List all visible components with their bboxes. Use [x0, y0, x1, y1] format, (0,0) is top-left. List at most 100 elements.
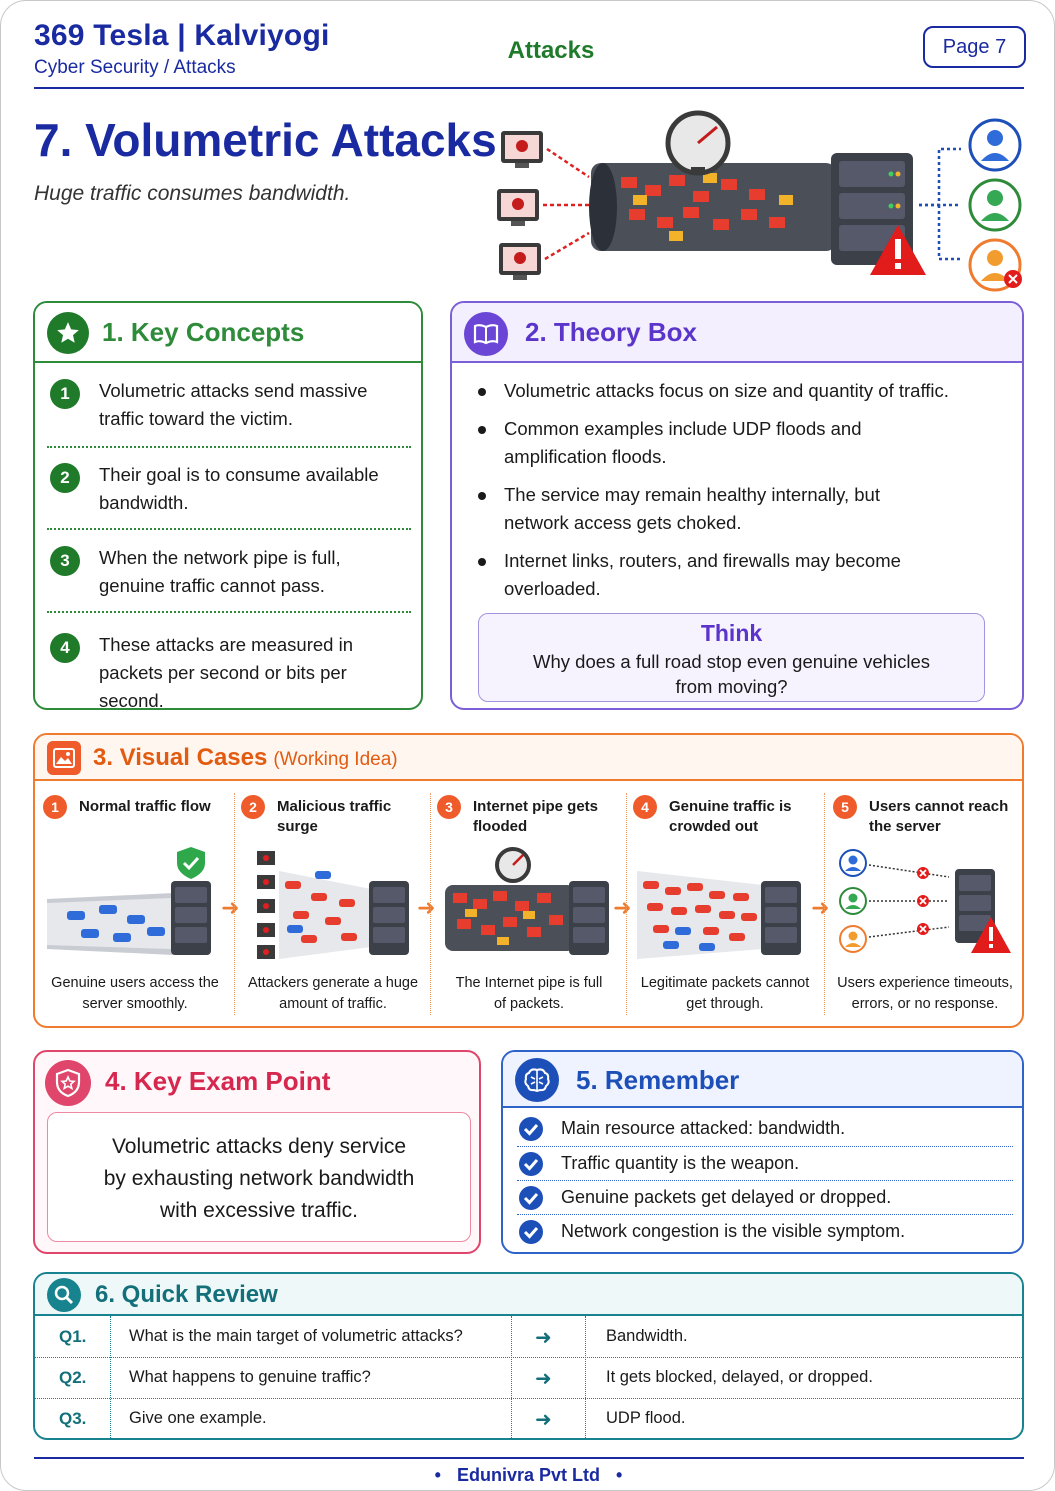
divider — [110, 1316, 111, 1438]
concept-number: 1 — [50, 379, 80, 409]
topic-label: Attacks — [507, 37, 595, 64]
visual-cases-card: 3. Visual Cases(Working Idea) 1 Normal t… — [33, 733, 1024, 1028]
divider — [517, 1214, 1013, 1215]
key-exam-title: 4. Key Exam Point — [105, 1066, 331, 1096]
review-row: Q1. What is the main target of volumetri… — [35, 1316, 1022, 1357]
visual-case: 5 Users cannot reach the server Users ex… — [827, 793, 1022, 1018]
case-label: Normal traffic flow — [79, 798, 211, 815]
case-number: 3 — [437, 795, 461, 819]
key-exam-card: 4. Key Exam Point Volumetric attacks den… — [33, 1050, 481, 1254]
case-label: Malicious traffic surge — [277, 798, 392, 835]
key-concepts-header — [35, 303, 421, 363]
concept-number: 2 — [50, 463, 80, 493]
visual-cases-title: 3. Visual Cases(Working Idea) — [93, 744, 398, 771]
answer-text: It gets blocked, delayed, or dropped. — [606, 1368, 873, 1386]
brand-title: 369 Tesla | Kalviyogi — [34, 19, 330, 52]
question-number: Q1. — [59, 1327, 87, 1346]
attacker-computer-icon — [501, 131, 543, 168]
case-number: 5 — [833, 795, 857, 819]
case-number: 1 — [43, 795, 67, 819]
visual-case: 1 Normal traffic flow Genuine users acce… — [37, 793, 233, 1018]
case-label: Users cannot reach the server — [869, 798, 1009, 835]
answer-text: UDP flood. — [606, 1409, 686, 1427]
concept-text: bandwidth. — [99, 492, 189, 513]
question-text: What is the main target of volumetric at… — [129, 1327, 463, 1345]
remember-item: Traffic quantity is the weapon. — [517, 1147, 1013, 1181]
shield-check-icon — [177, 847, 205, 879]
concept-text: packets per second or bits per second. — [99, 662, 347, 710]
case-label: Internet pipe gets flooded — [473, 798, 599, 835]
key-concepts-card: 1. Key Concepts 1 Volumetric attacks sen… — [33, 301, 423, 710]
question-number: Q2. — [59, 1368, 87, 1387]
case-caption: Users experience timeouts,errors, or no … — [837, 975, 1013, 1012]
concept-number: 3 — [50, 546, 80, 576]
theory-box-card: 2. Theory Box Volumetric attacks focus o… — [450, 301, 1024, 710]
review-row: Q2. What happens to genuine traffic? ➜ I… — [35, 1357, 1022, 1398]
remember-title: 5. Remember — [576, 1065, 740, 1095]
visual-cases-note: (Working Idea) — [273, 749, 398, 770]
divider — [511, 1316, 512, 1438]
divider — [35, 1357, 1022, 1358]
footer-divider — [34, 1457, 1024, 1459]
answer-text: Bandwidth. — [606, 1327, 688, 1345]
user-icon — [968, 178, 1022, 232]
blocked-icon — [1004, 270, 1022, 288]
concept-text: Their goal is to consume available — [99, 464, 379, 485]
divider — [517, 1146, 1013, 1147]
user-icon — [839, 849, 867, 877]
user-icon — [839, 925, 867, 953]
divider — [47, 528, 411, 530]
concept-text: traffic toward the victim. — [99, 408, 293, 429]
remember-item: Genuine packets get delayed or dropped. — [517, 1181, 1013, 1215]
visual-case: 4 Genuine traffic is crowded out Legitim… — [627, 793, 823, 1018]
divider — [47, 446, 411, 448]
header-divider — [34, 87, 1024, 89]
concept-text: genuine traffic cannot pass. — [99, 575, 325, 596]
divider — [35, 1398, 1022, 1399]
question-number: Q3. — [59, 1409, 87, 1428]
case-label: Genuine traffic is crowded out — [669, 798, 792, 835]
remember-card: 5. Remember Main resource attacked: band… — [501, 1050, 1024, 1254]
brain-icon — [515, 1058, 559, 1102]
flooded-pipe-illustration — [445, 847, 609, 955]
concept-text: These attacks are measured in — [99, 634, 353, 655]
quick-review-header — [35, 1274, 1022, 1316]
think-question: Why does a full road stop even genuine v… — [533, 651, 930, 697]
crowded-out-illustration — [637, 871, 801, 959]
footer: •Edunivra Pvt Ltd• — [434, 1465, 623, 1485]
page-number-badge: Page 7 — [923, 26, 1026, 68]
question-text: Give one example. — [129, 1409, 267, 1427]
magnifier-icon — [47, 1278, 81, 1312]
footer-company: Edunivra Pvt Ltd — [456, 1465, 600, 1485]
think-box: Think Why does a full road stop even gen… — [478, 613, 985, 702]
divider — [626, 793, 627, 1015]
arrow-right-icon: ➜ — [535, 1327, 552, 1349]
remember-item: Main resource attacked: bandwidth. — [517, 1112, 1013, 1146]
traffic-surge-illustration — [257, 851, 409, 959]
key-concepts-title: 1. Key Concepts — [102, 317, 305, 347]
image-icon — [47, 741, 81, 775]
concept-number: 4 — [50, 633, 80, 663]
check-icon — [519, 1186, 543, 1210]
question-text: What happens to genuine traffic? — [129, 1368, 371, 1386]
concept-text: Volumetric attacks send massive — [99, 380, 368, 401]
theory-title: 2. Theory Box — [525, 317, 697, 347]
review-row: Q3. Give one example. ➜ UDP flood. — [35, 1398, 1022, 1438]
divider — [234, 793, 235, 1015]
divider — [517, 1180, 1013, 1181]
remember-item: Network congestion is the visible sympto… — [517, 1215, 1013, 1249]
divider — [47, 611, 411, 613]
quick-review-card: 6. Quick Review Q1. What is the main tar… — [33, 1272, 1024, 1440]
page-tagline: Huge traffic consumes bandwidth. — [34, 182, 351, 205]
divider — [430, 793, 431, 1015]
hero-illustration — [497, 110, 1022, 292]
divider — [824, 793, 825, 1015]
user-icon — [839, 887, 867, 915]
visual-case: 3 Internet pipe gets flooded The Interne… — [431, 793, 627, 1018]
theory-header — [452, 303, 1022, 363]
think-title: Think — [700, 620, 763, 646]
